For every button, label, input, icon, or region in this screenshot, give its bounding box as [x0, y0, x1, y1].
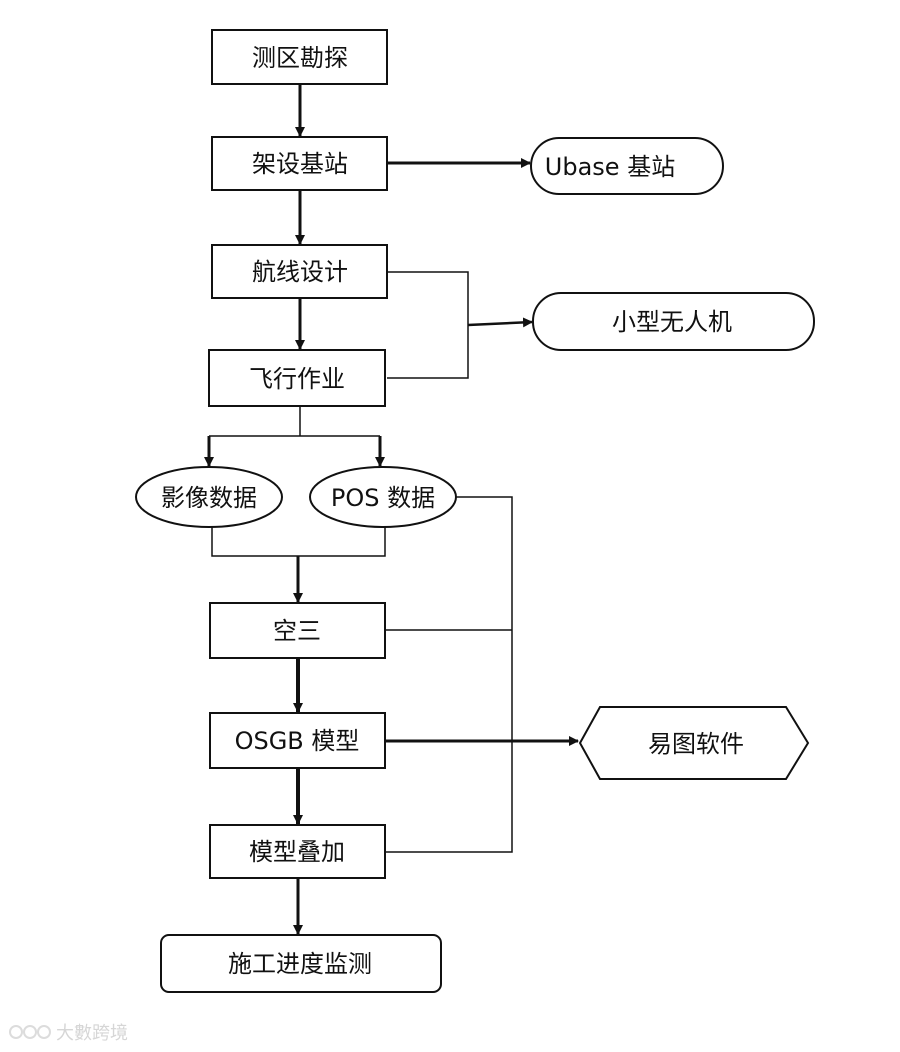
node-progress-monitoring: 施工进度监测 [160, 934, 442, 993]
node-base-station-label: 架设基站 [252, 150, 348, 178]
node-yitu-software-label: 易图软件 [648, 730, 744, 758]
node-osgb-model: OSGB 模型 [209, 712, 386, 769]
node-osgb-model-label: OSGB 模型 [235, 727, 360, 755]
node-image-data-label: 影像数据 [161, 484, 257, 512]
node-image-data: 影像数据 [135, 466, 283, 528]
node-aerial-triangulation-label: 空三 [273, 617, 321, 645]
node-aerial-triangulation: 空三 [209, 602, 386, 659]
node-progress-monitoring-label: 施工进度监测 [228, 950, 372, 978]
line-pos-to-right-bus [385, 496, 513, 853]
node-survey-label: 测区勘探 [252, 44, 348, 72]
node-small-uav-label: 小型无人机 [612, 308, 732, 336]
node-survey: 测区勘探 [211, 29, 388, 85]
node-ubase-label: Ubase 基站 [545, 153, 675, 181]
node-ubase: Ubase 基站 [530, 137, 724, 195]
connectors [204, 84, 579, 935]
node-model-overlay: 模型叠加 [209, 824, 386, 879]
node-model-overlay-label: 模型叠加 [249, 838, 345, 866]
watermark-text: 大數跨境 [56, 1023, 128, 1044]
node-base-station: 架设基站 [211, 136, 388, 191]
watermark: 大數跨境 [9, 1023, 128, 1044]
node-pos-data: POS 数据 [309, 466, 457, 528]
arrow-to-small-uav [467, 317, 533, 328]
node-flight-ops-label: 飞行作业 [249, 365, 345, 393]
bracket-route-flight-to-uav [387, 271, 469, 379]
node-route-design-label: 航线设计 [252, 258, 348, 286]
node-flight-ops: 飞行作业 [208, 349, 386, 407]
node-route-design: 航线设计 [211, 244, 388, 299]
watermark-logo-icon [9, 1025, 51, 1039]
node-yitu-software: 易图软件 [578, 706, 810, 780]
bracket-data-merge [211, 524, 386, 557]
node-pos-data-label: POS 数据 [331, 484, 435, 512]
node-small-uav: 小型无人机 [532, 292, 815, 351]
